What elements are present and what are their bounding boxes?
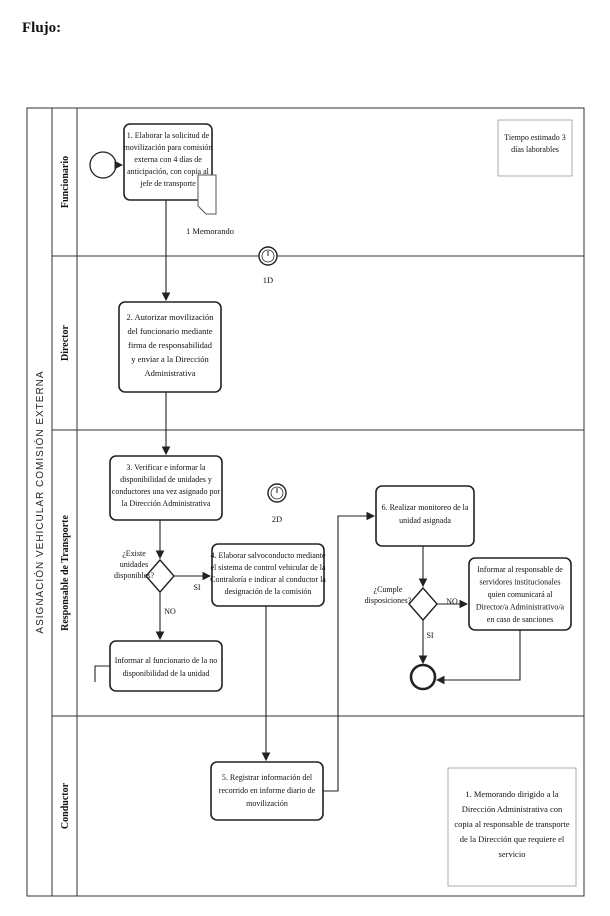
memo-note-text-line: 1. Memorando dirigido a la	[465, 789, 558, 799]
memo-note-text-line: de la Dirección que requiere el	[460, 834, 565, 844]
step-2-text-line: del funcionario mediante	[128, 326, 213, 336]
timer-1d-inner	[261, 249, 275, 263]
decision-2-gateway	[408, 586, 438, 622]
step-2-text: 2. Autorizar movilización del funcionario…	[126, 312, 214, 378]
memo-note-text-line: Dirección Administrativa con	[462, 804, 563, 814]
step-3-text-line: 3. Verificar e informar la	[126, 463, 206, 472]
timer-2d-inner	[270, 486, 284, 500]
lane-label-responsable: Responsable de Transporte	[60, 515, 71, 631]
step-6-box	[375, 485, 475, 547]
memo-note-text-line: copia al responsable de transporte	[454, 819, 569, 829]
step-2-text-line: 2. Autorizar movilización	[126, 312, 214, 322]
step-5-text-line: 5. Registrar información del	[222, 773, 313, 782]
lane-label-director: Director	[60, 324, 71, 360]
timer-2d-label: 2D	[272, 514, 282, 524]
step-3-box	[109, 455, 223, 521]
decision-2-no-label: NO	[446, 597, 458, 606]
no-units-box	[109, 640, 223, 692]
step-2-text-line: firma de responsabilidad	[128, 340, 213, 350]
diagram-frame	[26, 107, 585, 897]
step-1-text-line: anticipación, con copia al	[127, 167, 210, 176]
decision-2-label-line: disposiciones?	[365, 596, 412, 605]
inform-text: Informar al responsable de servidores ins…	[476, 565, 565, 624]
step-5-text: 5. Registrar información del recorrido en…	[219, 773, 316, 808]
timer-1d-label: 1D	[263, 275, 273, 285]
step-3-text-line: conductores una vez asignado por	[112, 487, 221, 496]
step-3-text: 3. Verificar e informar la disponibilidad…	[112, 463, 221, 508]
step-4-text-line: Contraloría e indicar al conductor la	[210, 575, 326, 584]
inform-text-line: servidores institucionales	[479, 578, 560, 587]
flow-step5-to-step6	[323, 511, 376, 792]
no-units-text-line: disponibilidad de la unidad	[123, 669, 210, 678]
time-note-text-line: días laborables	[511, 145, 559, 154]
step-6-text-line: 6. Realizar monitoreo de la	[382, 503, 469, 512]
step-1-text-line: movilización para comisión	[124, 143, 213, 152]
time-note-box	[497, 119, 573, 177]
step-1-text-line: externa con 4 días de	[134, 155, 202, 164]
no-units-text-line: Informar al funcionario de la no	[115, 656, 217, 665]
step-4-box	[211, 543, 325, 607]
step-4-text-line: el sistema de control vehicular de la	[210, 563, 326, 572]
lane-label-funcionario: Funcionario	[60, 156, 71, 208]
step-5-text-line: movilización	[246, 799, 288, 808]
decision-1-label: ¿Existe unidades disponibles?	[114, 549, 154, 580]
step-2-text-line: y enviar a la Dirección	[131, 354, 209, 364]
inform-text-line: en caso de sanciones	[487, 615, 553, 624]
decision-1-no-label: NO	[164, 607, 176, 616]
step-4-text-line: 4. Elaborar salvoconducto mediante	[210, 551, 326, 560]
step-4-text: 4. Elaborar salvoconducto mediante el sis…	[210, 551, 326, 596]
step-5-text-line: recorrido en informe diario de	[219, 786, 316, 795]
time-note-text: Tiempo estimado 3 días laborables	[504, 133, 565, 154]
no-units-text: Informar al funcionario de la no disponib…	[115, 656, 217, 678]
decision-2-label: ¿Cumple disposiciones?	[365, 585, 412, 605]
diagram-title: ASIGNACIÓN VEHICULAR COMISIÓN EXTERNA	[33, 370, 46, 633]
lane-label-conductor: Conductor	[60, 782, 71, 829]
step-1-document-icon	[197, 174, 217, 215]
step-2-text-line: Administrativa	[145, 368, 196, 378]
inform-text-line: quien comunicará al	[488, 590, 554, 599]
step-2-box	[118, 301, 222, 393]
step-1-text-line: 1. Elaborar la solicitud de	[127, 131, 210, 140]
step-6-text: 6. Realizar monitoreo de la unidad asigna…	[382, 503, 469, 525]
time-note-text-line: Tiempo estimado 3	[504, 133, 565, 142]
step-6-text-line: unidad asignada	[399, 516, 451, 525]
decision-2-yes-label: SI	[426, 631, 433, 640]
decision-1-yes-label: SI	[193, 583, 200, 592]
inform-text-line: Informar al responsable de	[477, 565, 563, 574]
flow-inform-to-end	[435, 630, 521, 685]
step-4-text-line: designación de la comisión	[225, 587, 312, 596]
start-event	[89, 151, 117, 179]
step-3-text-line: disponibilidad de unidades y	[120, 475, 212, 484]
inform-text-line: Director/a Administrativo/a	[476, 603, 565, 612]
step-3-text-line: la Dirección Administrativa	[122, 499, 211, 508]
end-event	[409, 663, 437, 691]
memo-note-text: 1. Memorando dirigido a la Dirección Admi…	[454, 789, 569, 859]
step-1-box	[123, 123, 213, 201]
memo-note-text-line: servicio	[499, 849, 526, 859]
step-1-text: 1. Elaborar la solicitud de movilización …	[124, 131, 213, 188]
step-1-text-line: jefe de transporte	[139, 179, 196, 188]
decision-1-label-line: unidades	[120, 560, 148, 569]
memo-note-box	[447, 767, 577, 887]
decision-2-label-line: ¿Cumple	[374, 585, 403, 594]
decision-1-label-line: ¿Existe	[122, 549, 146, 558]
flow-no-units-to-end	[94, 665, 110, 682]
document-label: 1 Memorando	[186, 226, 234, 236]
page-heading: Flujo:	[22, 20, 62, 36]
decision-1-label-line: disponibles?	[114, 571, 154, 580]
